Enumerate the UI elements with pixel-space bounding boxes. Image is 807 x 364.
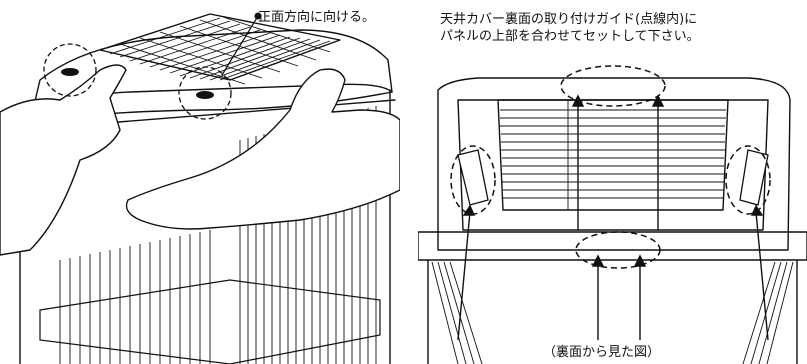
callout-leader: [221, 15, 259, 76]
guide-center: [575, 231, 661, 269]
front-direction-callout: 正面方向に向ける。: [258, 10, 376, 25]
guide-right: [725, 145, 771, 215]
instruction-line-2: パネルの上部を合わせてセットして下さい。: [440, 29, 700, 44]
left-arm: [0, 64, 127, 256]
guide-circle-left: [43, 43, 97, 97]
guide-circles: [43, 43, 232, 120]
left-illustration: [0, 0, 400, 364]
right-latch: [739, 149, 769, 206]
guide-top: [560, 65, 666, 107]
lower-tray: [418, 231, 807, 364]
mounting-instruction: 天井カバー裏面の取り付けガイド(点線内)に パネルの上部を合わせてセットして下さ…: [440, 11, 800, 45]
mounting-guide-marks: [450, 65, 771, 269]
hands: [0, 64, 400, 256]
cage-top-assembly-drawing: [0, 12, 400, 364]
top-panel-grid: [109, 15, 331, 85]
underside-caption: （裏面から見た図）: [543, 345, 661, 360]
underside-view-drawing: [418, 65, 807, 364]
panel-frame: [497, 99, 729, 211]
right-illustration: [418, 0, 807, 364]
panel-bars: [500, 100, 726, 210]
right-arm: [125, 68, 400, 230]
cage-front-bars: [59, 230, 211, 364]
lid-outline: [29, 29, 393, 123]
callout-dot: [254, 12, 262, 20]
left-latch: [457, 149, 489, 206]
guide-circle-right: [178, 66, 232, 120]
instruction-line-1: 天井カバー裏面の取り付けガイド(点線内)に: [440, 12, 698, 27]
floor-tray: [39, 279, 381, 364]
cover-outline: [437, 77, 791, 251]
fixture-knobs: [61, 68, 214, 99]
alignment-arrows: [457, 94, 769, 341]
side-latches: [457, 149, 769, 206]
